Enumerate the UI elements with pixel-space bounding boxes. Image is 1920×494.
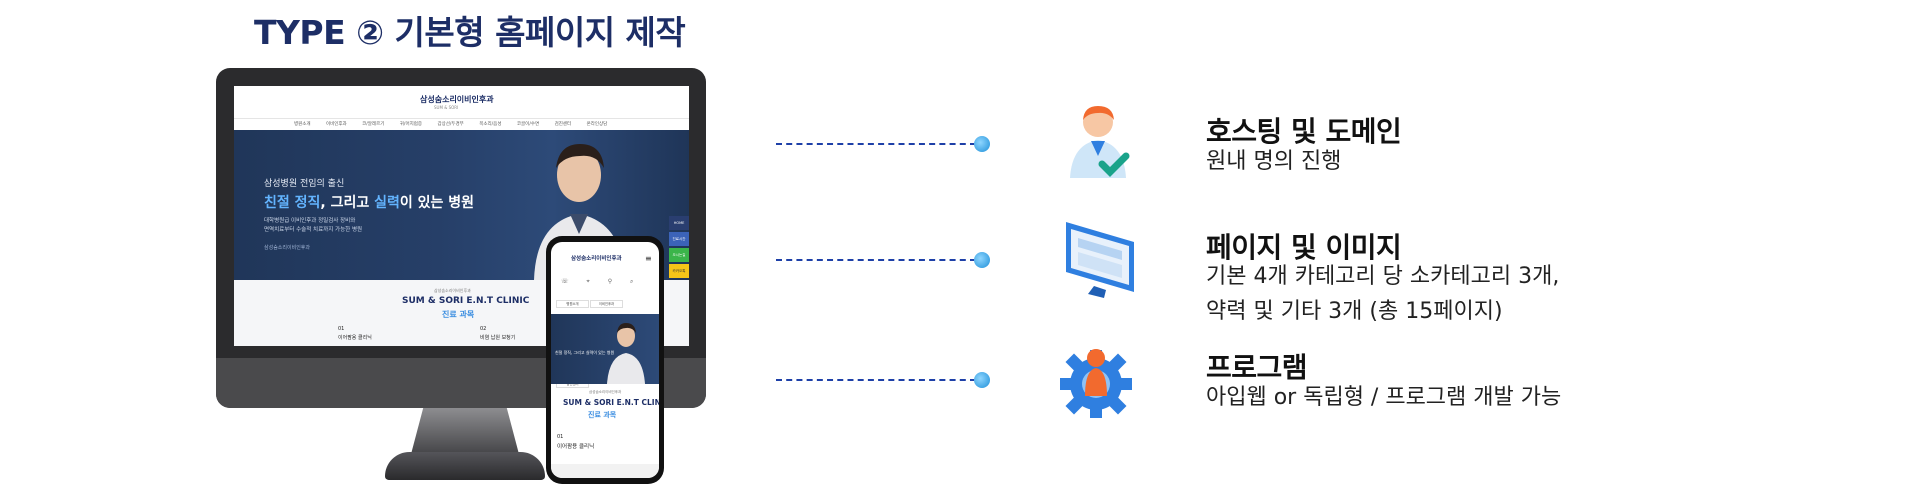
feature-desc-pages: 기본 4개 카테고리 당 소카테고리 3개, xyxy=(1206,264,1560,289)
nav-item: 갑상선/두경부 xyxy=(437,122,464,127)
feature-desc-program: 아입웹 or 독립형 / 프로그램 개발 가능 xyxy=(1206,385,1562,410)
connector-line xyxy=(776,259,976,261)
monitor-page-icon xyxy=(1066,222,1134,298)
feature-title-hosting: 호스팅 및 도메인 xyxy=(1206,115,1402,148)
phone-nav-item: 이비인후과 xyxy=(590,300,623,308)
feature-title-program: 프로그램 xyxy=(1206,351,1308,384)
phone-nav-item: 병원소개 xyxy=(556,300,589,308)
quick-tab: 진료시간 xyxy=(669,232,689,246)
hamburger-menu-icon: ≡ xyxy=(645,254,652,263)
hero-description: 대학병원급 이비인후과 정밀검사 장비와 xyxy=(264,218,356,224)
nav-item: 병원소개 xyxy=(294,122,311,127)
side-quick-menu: HOME 진료시간 오시는길 카카오톡 xyxy=(669,216,689,278)
phone-clinic-subtitle: 삼성숨소리이비인후과 xyxy=(589,390,622,394)
connector-line xyxy=(776,143,976,145)
phone-clinic-section-title: 진료 과목 xyxy=(588,411,617,419)
nav-item: 검진센터 xyxy=(554,122,572,127)
phone-hero-text: 친절 정직, 그리고 실력이 있는 병원 xyxy=(555,350,615,355)
card-number: 01 xyxy=(338,326,345,332)
nav-item: 목소리/음성 xyxy=(479,122,502,127)
phone-card-title: 이어팜용 클리닉 xyxy=(557,444,595,450)
connector-dot xyxy=(974,136,990,152)
hero-headline: 친절 정직, 그리고 실력이 있는 병원 xyxy=(264,195,475,211)
phone-doctor-portrait-image xyxy=(607,323,645,384)
site-logo: 삼성숨소리이비인후과 xyxy=(420,95,494,104)
page-title: TYPE ② 기본형 홈페이지 제작 xyxy=(254,13,686,52)
connector-dot xyxy=(974,252,990,268)
site-header xyxy=(234,86,689,119)
phone-quick-icons: ☏ ⌖ ⚲ ⌕ xyxy=(561,278,642,285)
gear-user-icon xyxy=(1060,349,1132,418)
nav-item: 코골이/수면 xyxy=(516,122,540,127)
site-logo-sub: SUM & SORI xyxy=(434,105,459,110)
nav-item: 온라인상담 xyxy=(586,122,608,127)
phone-clinic-name: SUM & SORI E.N.T CLINIC xyxy=(563,398,659,407)
card-title: 이어팜용 클리닉 xyxy=(338,335,372,341)
card-number: 02 xyxy=(480,326,487,332)
phone-card-number: 01 xyxy=(557,434,564,440)
monitor-stand-base xyxy=(385,452,545,480)
quick-tab: 오시는길 xyxy=(669,248,689,262)
feature-title-pages: 페이지 및 이미지 xyxy=(1206,231,1402,264)
hero-description: 면역치료부터 수술적 치료까지 가능한 병원 xyxy=(264,227,363,233)
site-nav: 병원소개 이비인후과 코/알레르기 귀/어지럼증 갑상선/두경부 목소리/음성 … xyxy=(294,121,621,127)
quick-tab: 카카오톡 xyxy=(669,264,689,278)
nav-item: 이비인후과 xyxy=(326,122,347,127)
phone-screen: 삼성숨소리이비인후과 ≡ ☏ ⌖ ⚲ ⌕ 병원소개이비인후과코/알레르기귀/어지… xyxy=(551,242,659,478)
connector-dot xyxy=(974,372,990,388)
monitor-stand-neck xyxy=(410,408,520,458)
nav-item: 귀/어지럼증 xyxy=(399,122,423,127)
hero-link: 삼성숨소리이비인후과 xyxy=(264,245,311,251)
quick-tab: HOME xyxy=(669,216,689,230)
user-check-icon xyxy=(1070,106,1130,178)
feature-desc-pages: 약력 및 기타 3개 (총 15페이지) xyxy=(1206,299,1503,324)
card-title: 비염 납원 보청기 xyxy=(480,335,516,341)
phone-bottom-bar xyxy=(551,464,659,478)
phone-site-logo: 삼성숨소리이비인후과 xyxy=(571,256,622,262)
clinic-section-title: 진료 과목 xyxy=(442,310,475,319)
nav-item: 코/알레르기 xyxy=(362,122,385,127)
clinic-subtitle: 삼성숨소리이비인후과 xyxy=(434,288,471,293)
clinic-name: SUM & SORI E.N.T CLINIC xyxy=(402,296,530,306)
connector-line xyxy=(776,379,976,381)
feature-desc-hosting: 원내 명의 진행 xyxy=(1206,149,1342,174)
hero-subtitle: 삼성병원 전임의 출신 xyxy=(264,179,345,189)
